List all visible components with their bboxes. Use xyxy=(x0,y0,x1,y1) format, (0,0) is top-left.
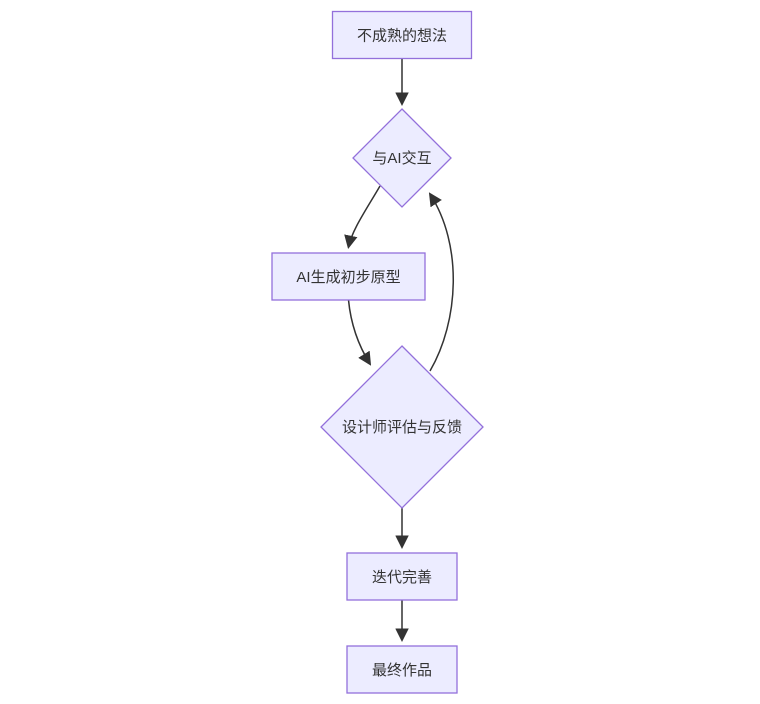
ai-interaction-label: 与AI交互 xyxy=(372,149,431,167)
ai-prototype-box xyxy=(271,252,426,301)
ai-prototype-label: AI生成初步原型 xyxy=(296,269,400,286)
node-final-work: 最终作品 xyxy=(346,645,458,694)
final-work-label: 最终作品 xyxy=(372,662,432,679)
iteration-box xyxy=(346,552,458,601)
immature-idea-label: 不成熟的想法 xyxy=(357,28,447,45)
iteration-label: 迭代完善 xyxy=(372,569,432,586)
edge-interaction-to-prototype-arrow xyxy=(344,185,381,249)
node-designer-evaluation: 设计师评估与反馈 xyxy=(320,345,484,509)
final-work-box xyxy=(346,645,458,694)
node-immature-idea: 不成熟的想法 xyxy=(331,10,473,60)
designer-evaluation-label: 设计师评估与反馈 xyxy=(342,419,462,436)
node-ai-interaction: 与AI交互 xyxy=(352,108,452,208)
node-ai-prototype: AI生成初步原型 xyxy=(271,252,426,301)
edge-evaluation-to-interaction-feedback-arrow xyxy=(428,192,454,372)
designer-evaluation-diamond xyxy=(320,345,484,509)
edges xyxy=(344,59,454,643)
immature-idea-box xyxy=(331,10,473,60)
edge-prototype-to-evaluation-arrow xyxy=(347,299,372,366)
ai-interaction-diamond xyxy=(352,108,452,208)
node-iteration: 迭代完善 xyxy=(346,552,458,601)
